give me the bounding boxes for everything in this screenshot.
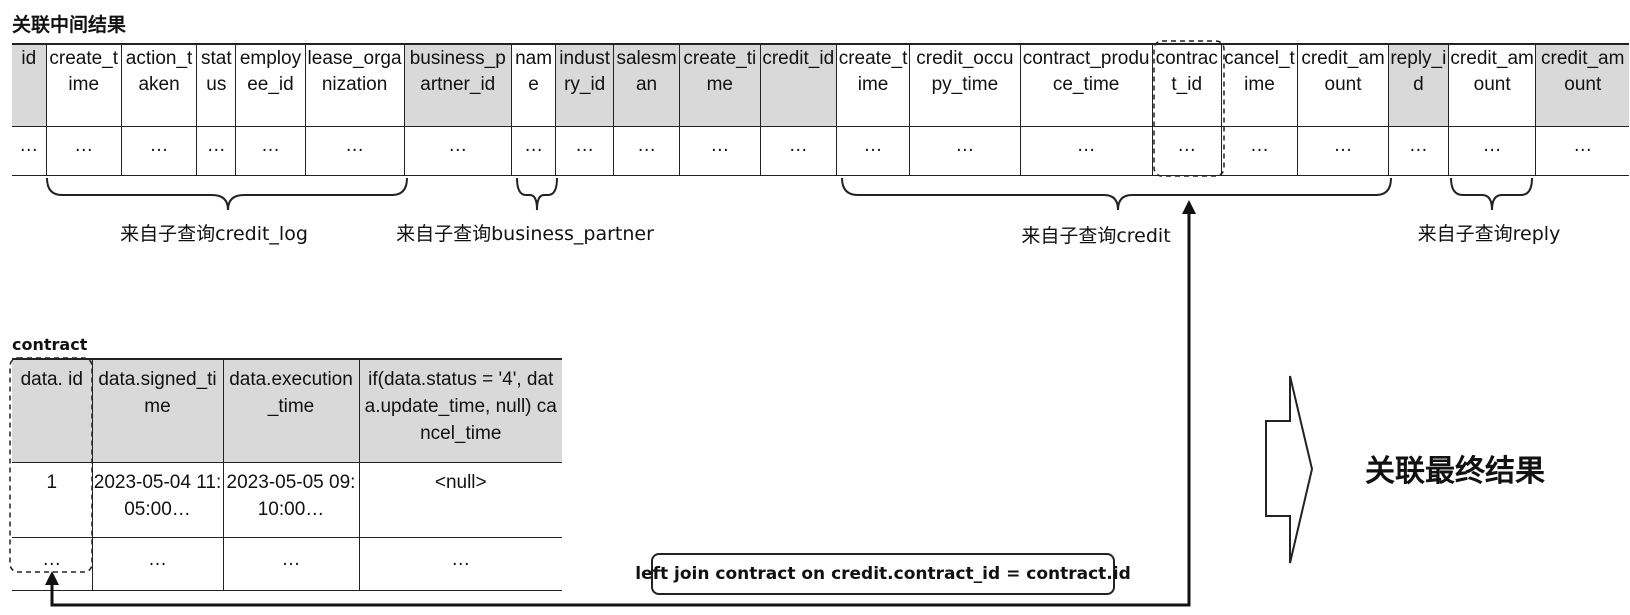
brace-label-reply: 来自子查询reply [1417, 223, 1561, 245]
table-header-row: data. id data.signed_time data.execution… [12, 358, 562, 463]
brace-credit-log [46, 177, 408, 211]
brace-business-partner [516, 177, 558, 211]
column-header: lease_organization [304, 43, 405, 127]
table-cell: … [12, 126, 47, 176]
table-cell: … [1220, 126, 1298, 176]
table-cell: … [909, 126, 1021, 176]
column-header: credit_amount [1297, 43, 1389, 127]
data-id-column-highlight [9, 357, 93, 573]
table-cell: … [120, 126, 197, 176]
arrow-to-data-id [45, 571, 59, 585]
table-cell: … [358, 537, 562, 591]
column-header: create_time [45, 43, 122, 127]
join-condition-label: left join contract on credit.contract_id… [635, 553, 1131, 595]
contract-id-column-highlight [1153, 40, 1225, 177]
table-cell: … [1447, 126, 1536, 176]
contract-table-title: contract [12, 335, 88, 354]
column-header: data.execution_time [222, 358, 359, 463]
table-cell: … [510, 126, 556, 176]
table-row: … … … … [12, 537, 562, 591]
table-row: … … … … … … … … … … … … … … … … … … … … … [12, 126, 1629, 176]
column-header: industry_id [555, 43, 614, 127]
column-header: id [12, 43, 47, 127]
arrow-to-contract-id [1182, 200, 1196, 214]
table-cell: … [1387, 126, 1449, 176]
column-header: name [510, 43, 556, 127]
table-cell: … [235, 126, 306, 176]
contract-table: data. id data.signed_time data.execution… [12, 358, 562, 591]
table-cell: … [555, 126, 614, 176]
column-header: credit_amount [1535, 43, 1629, 127]
table-cell: … [304, 126, 405, 176]
table-cell: … [1019, 126, 1153, 176]
join-connector-line [50, 210, 1191, 607]
column-header: credit_amount [1447, 43, 1536, 127]
table-cell: … [403, 126, 512, 176]
brace-label-credit-log: 来自子查询credit_log [120, 223, 308, 245]
intermediate-result-title: 关联中间结果 [12, 14, 127, 36]
table-cell: … [835, 126, 910, 176]
brace-label-credit: 来自子查询credit [1021, 225, 1171, 247]
table-header-row: id create_time action_taken status emplo… [12, 43, 1629, 127]
table-cell: … [613, 126, 680, 176]
table-cell: 1 [12, 462, 92, 538]
column-header: business_partner_id [403, 43, 512, 127]
column-header: contract_produce_time [1019, 43, 1153, 127]
final-result-title: 关联最终结果 [1365, 454, 1545, 489]
column-header: salesman [613, 43, 680, 127]
column-header: reply_id [1387, 43, 1449, 127]
column-header: create_time [835, 43, 910, 127]
result-arrow-icon [1265, 375, 1314, 564]
table-cell: … [222, 537, 359, 591]
column-header: create_time [679, 43, 761, 127]
column-header: data.signed_time [91, 358, 223, 463]
brace-reply [1450, 177, 1533, 211]
table-cell: 2023-05-05 09:10:00… [222, 462, 359, 538]
table-cell: … [91, 537, 223, 591]
table-cell: … [1297, 126, 1389, 176]
table-cell: … [1535, 126, 1629, 176]
table-cell: … [196, 126, 236, 176]
table-cell: … [1151, 126, 1222, 176]
column-header: action_taken [120, 43, 197, 127]
column-header: cancel_time [1220, 43, 1298, 127]
column-header: credit_occupy_time [909, 43, 1021, 127]
table-cell: … [759, 126, 837, 176]
column-header: employee_id [235, 43, 306, 127]
column-header: data. id [12, 358, 92, 463]
table-row: 1 2023-05-04 11:05:00… 2023-05-05 09:10:… [12, 462, 562, 538]
table-cell: … [679, 126, 761, 176]
column-header: if(data.status = '4', data.update_time, … [358, 358, 562, 463]
table-cell: <null> [358, 462, 562, 538]
table-cell: … [45, 126, 122, 176]
column-header: status [196, 43, 236, 127]
brace-label-business-partner: 来自子查询business_partner [396, 223, 654, 245]
brace-credit [841, 177, 1392, 211]
intermediate-result-table: id create_time action_taken status emplo… [12, 43, 1629, 176]
table-cell: 2023-05-04 11:05:00… [91, 462, 223, 538]
column-header: contract_id [1151, 43, 1222, 127]
column-header: credit_id [759, 43, 837, 127]
